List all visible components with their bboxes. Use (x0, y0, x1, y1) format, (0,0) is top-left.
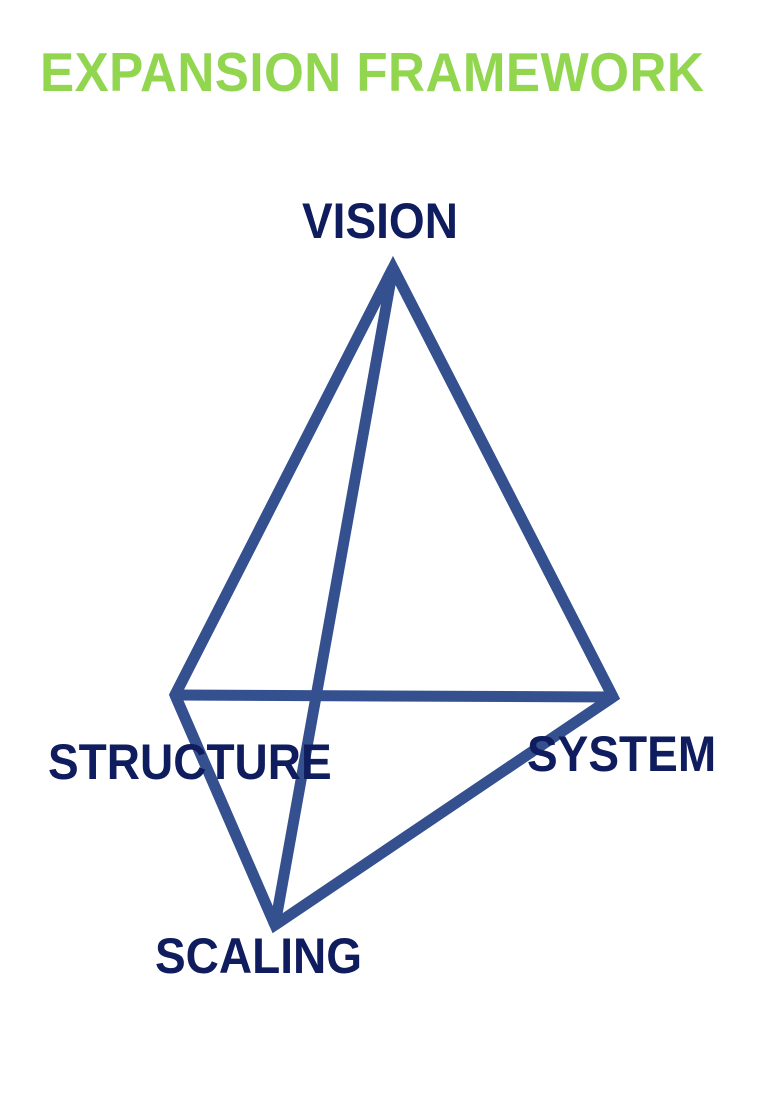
node-label-scaling: SCALING (155, 928, 362, 984)
edge-vision-scaling (269, 267, 399, 926)
node-label-vision: VISION (302, 193, 458, 249)
edge-structure-system (174, 689, 614, 703)
node-label-system: SYSTEM (527, 726, 717, 782)
framework-outline (168, 255, 621, 934)
node-label-structure: STRUCTURE (48, 734, 332, 790)
page-title: EXPANSION FRAMEWORK (40, 41, 705, 103)
